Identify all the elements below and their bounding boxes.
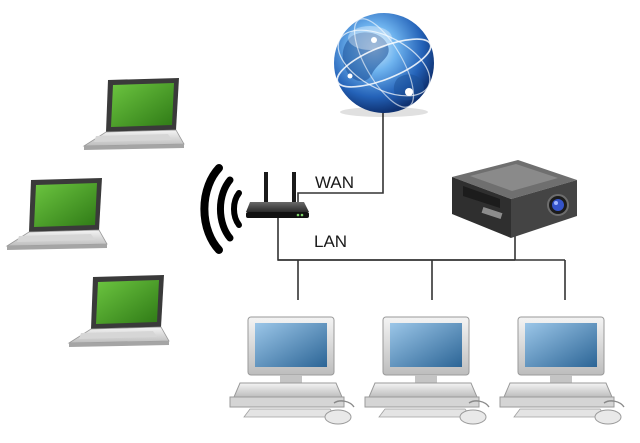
laptop-icon <box>82 78 185 150</box>
lan-label: LAN <box>314 232 347 251</box>
printer-icon <box>452 160 577 238</box>
network-lines <box>277 113 566 300</box>
desktop-computer-icon <box>364 316 490 425</box>
wifi-waves-icon <box>200 164 242 254</box>
wan-link <box>297 113 384 203</box>
laptop-icon <box>67 275 170 347</box>
desktop-computer-icon <box>499 316 625 425</box>
wan-label: WAN <box>315 173 354 192</box>
wireless-router-icon <box>200 164 309 254</box>
desktop-computer-icon <box>229 316 355 425</box>
globe-icon <box>334 13 434 117</box>
laptop-icon <box>5 178 108 250</box>
